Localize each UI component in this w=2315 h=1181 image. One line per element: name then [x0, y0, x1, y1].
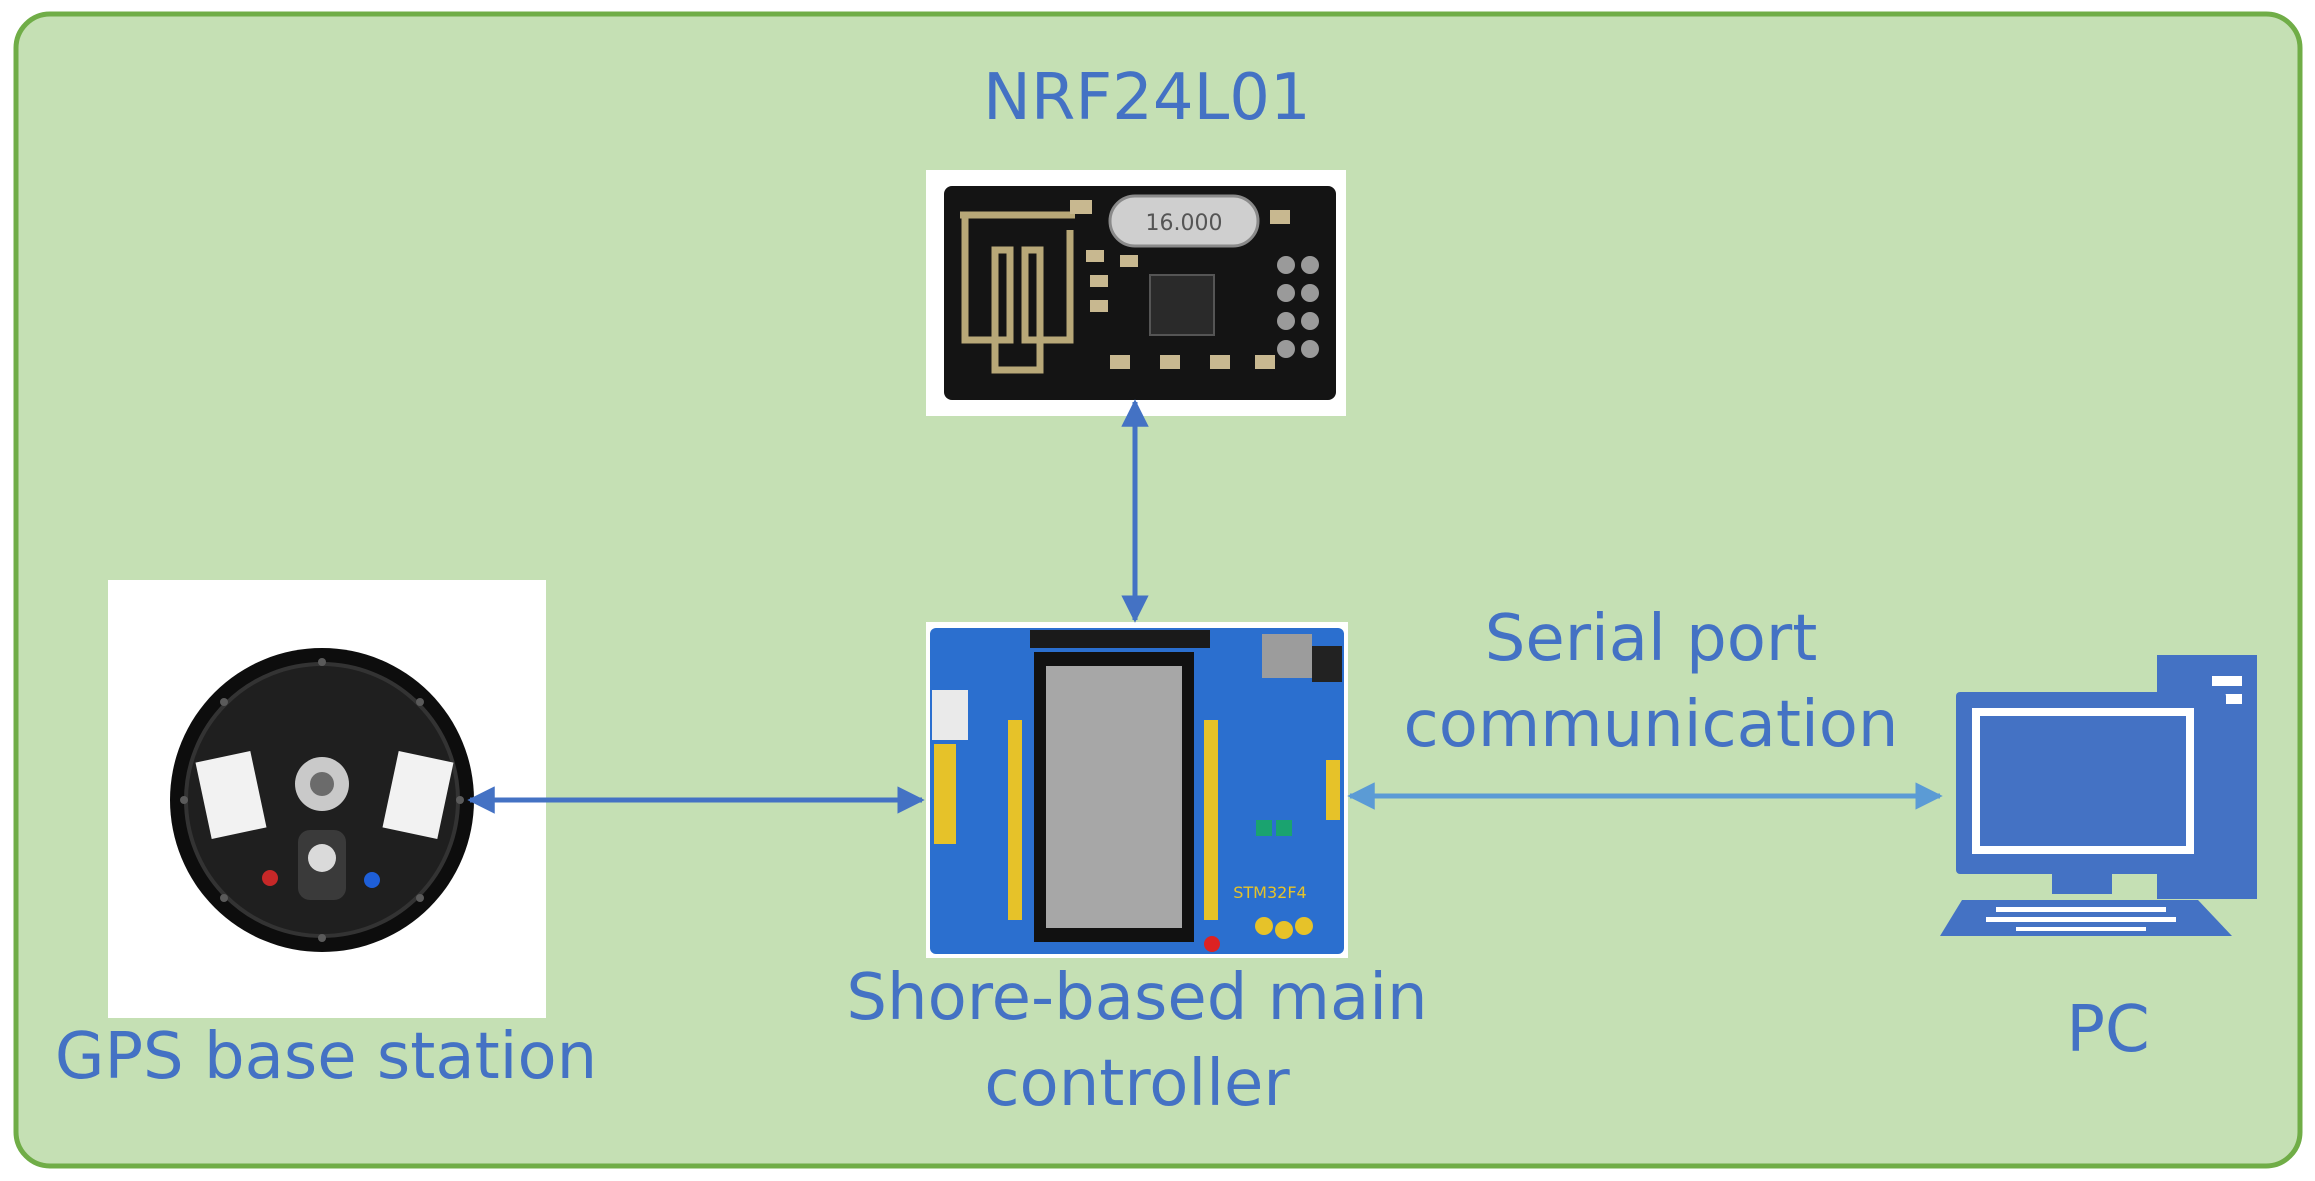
main-controller-label-line2: controller [984, 1047, 1290, 1122]
crystal-label: 16.000 [1146, 211, 1223, 236]
smd-components [1070, 200, 1290, 369]
nrf24l01-module-photo: 16.000 [926, 170, 1346, 416]
pc-label: PC [2066, 993, 2150, 1067]
serial-port-label-line1: Serial port [1484, 602, 1818, 676]
pcb-antenna-trace [960, 211, 1075, 374]
main-controller-label-line1: Shore-based main [846, 961, 1428, 1035]
board-label: STM32F4 [1233, 883, 1306, 902]
background-panel [13, 11, 2303, 1169]
stm32-dev-board-photo: STM32F4 [926, 622, 1348, 958]
nrf24l01-label: NRF24L01 [983, 61, 1311, 135]
serial-port-label: Serial port communication [1395, 596, 1907, 769]
main-controller-label: Shore-based main controller [842, 955, 1432, 1128]
desktop-computer-icon [1940, 655, 2257, 936]
pin-header [1277, 256, 1319, 358]
serial-port-label-line2: communication [1403, 688, 1899, 763]
gps-base-station-label: GPS base station [54, 1020, 598, 1094]
crystal-oscillator [1108, 194, 1260, 248]
rf-chip [1149, 274, 1215, 336]
